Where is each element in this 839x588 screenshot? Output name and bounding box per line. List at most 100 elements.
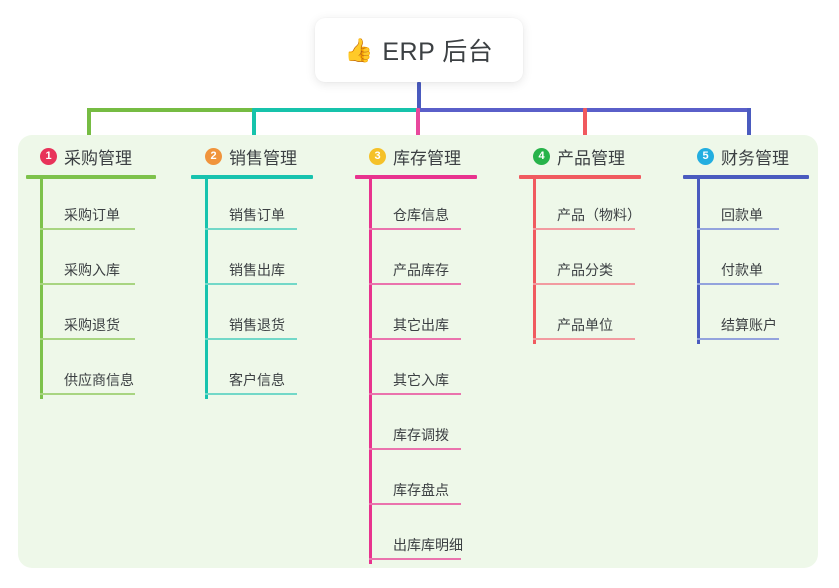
menu-item-rule bbox=[369, 503, 461, 505]
root-node[interactable]: 👍 ERP 后台 bbox=[315, 18, 523, 82]
menu-item[interactable]: 采购入库 bbox=[26, 234, 156, 289]
menu-item[interactable]: 结算账户 bbox=[683, 289, 809, 344]
menu-item-rule bbox=[533, 338, 635, 340]
menu-item[interactable]: 销售订单 bbox=[191, 179, 313, 234]
menu-item-label: 采购订单 bbox=[64, 207, 120, 223]
drop-line-column-2 bbox=[252, 108, 256, 141]
drop-line-column-1 bbox=[87, 108, 91, 141]
menu-item[interactable]: 其它入库 bbox=[355, 344, 477, 399]
menu-item[interactable]: 出库库明细 bbox=[355, 509, 477, 564]
column-title-1: 采购管理 bbox=[64, 148, 132, 168]
menu-item-rule bbox=[533, 283, 635, 285]
menu-item-label: 回款单 bbox=[721, 207, 763, 223]
content-panel bbox=[18, 135, 818, 568]
column-3: 3 库存管理仓库信息产品库存其它出库其它入库库存调拨库存盘点出库库明细 bbox=[355, 143, 477, 564]
menu-item[interactable]: 回款单 bbox=[683, 179, 809, 234]
menu-item[interactable]: 产品（物料） bbox=[519, 179, 641, 234]
menu-item-label: 库存盘点 bbox=[393, 482, 449, 498]
menu-item-rule bbox=[205, 338, 297, 340]
column-header-5[interactable]: 5 财务管理 bbox=[683, 143, 809, 169]
column-title-5: 财务管理 bbox=[721, 148, 789, 168]
menu-item-rule bbox=[40, 228, 135, 230]
menu-item-label: 供应商信息 bbox=[64, 372, 134, 388]
menu-item-rule bbox=[40, 283, 135, 285]
connector-bar-green bbox=[87, 108, 254, 112]
menu-item-rule bbox=[697, 283, 779, 285]
menu-item[interactable]: 仓库信息 bbox=[355, 179, 477, 234]
column-title-3: 库存管理 bbox=[393, 148, 461, 168]
menu-item[interactable]: 采购退货 bbox=[26, 289, 156, 344]
column-items-2: 销售订单销售出库销售退货客户信息 bbox=[191, 179, 313, 399]
menu-item[interactable]: 销售退货 bbox=[191, 289, 313, 344]
menu-item-label: 产品库存 bbox=[393, 262, 449, 278]
thumbs-up-icon: 👍 bbox=[344, 36, 374, 63]
column-header-3[interactable]: 3 库存管理 bbox=[355, 143, 477, 169]
menu-item-rule bbox=[369, 558, 461, 560]
menu-item-label: 产品分类 bbox=[557, 262, 613, 278]
drop-line-column-3 bbox=[416, 108, 420, 141]
menu-item[interactable]: 产品单位 bbox=[519, 289, 641, 344]
column-title-4: 产品管理 bbox=[557, 148, 625, 168]
menu-item-label: 其它出库 bbox=[393, 317, 449, 333]
column-spine-3 bbox=[369, 179, 372, 564]
menu-item-rule bbox=[369, 448, 461, 450]
menu-item[interactable]: 产品库存 bbox=[355, 234, 477, 289]
column-spine-1 bbox=[40, 179, 43, 399]
menu-item-rule bbox=[369, 393, 461, 395]
menu-item-rule bbox=[369, 283, 461, 285]
menu-item[interactable]: 付款单 bbox=[683, 234, 809, 289]
column-header-1[interactable]: 1 采购管理 bbox=[26, 143, 156, 169]
menu-item-label: 出库库明细 bbox=[393, 537, 463, 553]
menu-item-label: 其它入库 bbox=[393, 372, 449, 388]
menu-item-label: 销售订单 bbox=[229, 207, 285, 223]
menu-item-label: 客户信息 bbox=[229, 372, 285, 388]
column-2: 2 销售管理销售订单销售出库销售退货客户信息 bbox=[191, 143, 313, 399]
menu-item-label: 结算账户 bbox=[721, 317, 777, 333]
column-items-3: 仓库信息产品库存其它出库其它入库库存调拨库存盘点出库库明细 bbox=[355, 179, 477, 564]
column-title-2: 销售管理 bbox=[229, 148, 297, 168]
menu-item[interactable]: 库存盘点 bbox=[355, 454, 477, 509]
menu-item[interactable]: 采购订单 bbox=[26, 179, 156, 234]
menu-item-rule bbox=[40, 338, 135, 340]
root-node-title: ERP 后台 bbox=[382, 38, 494, 66]
menu-item[interactable]: 销售出库 bbox=[191, 234, 313, 289]
column-badge-2: 2 bbox=[205, 147, 222, 165]
menu-item-rule bbox=[697, 228, 779, 230]
menu-item-rule bbox=[369, 228, 461, 230]
column-header-rule-1 bbox=[26, 175, 156, 179]
column-badge-4: 4 bbox=[533, 147, 550, 165]
column-1: 1 采购管理采购订单采购入库采购退货供应商信息 bbox=[26, 143, 156, 399]
menu-item-label: 付款单 bbox=[721, 262, 763, 278]
connector-bar-teal bbox=[253, 108, 418, 112]
menu-item[interactable]: 库存调拨 bbox=[355, 399, 477, 454]
column-header-rule-4 bbox=[519, 175, 641, 179]
menu-item-rule bbox=[369, 338, 461, 340]
column-badge-3: 3 bbox=[369, 147, 386, 165]
column-badge-5: 5 bbox=[697, 147, 714, 165]
drop-line-column-4 bbox=[583, 108, 587, 141]
menu-item-label: 采购退货 bbox=[64, 317, 120, 333]
column-header-rule-3 bbox=[355, 175, 477, 179]
menu-item-label: 产品单位 bbox=[557, 317, 613, 333]
menu-item-rule bbox=[205, 283, 297, 285]
menu-item[interactable]: 客户信息 bbox=[191, 344, 313, 399]
menu-item-label: 采购入库 bbox=[64, 262, 120, 278]
column-4: 4 产品管理产品（物料） 产品分类产品单位 bbox=[519, 143, 641, 344]
menu-item[interactable]: 产品分类 bbox=[519, 234, 641, 289]
menu-item[interactable]: 其它出库 bbox=[355, 289, 477, 344]
column-5: 5 财务管理回款单付款单结算账户 bbox=[683, 143, 809, 344]
column-header-2[interactable]: 2 销售管理 bbox=[191, 143, 313, 169]
menu-item-rule bbox=[40, 393, 135, 395]
menu-item-label: 销售退货 bbox=[229, 317, 285, 333]
menu-item[interactable]: 供应商信息 bbox=[26, 344, 156, 399]
column-spine-4 bbox=[533, 179, 536, 344]
column-header-4[interactable]: 4 产品管理 bbox=[519, 143, 641, 169]
column-spine-2 bbox=[205, 179, 208, 399]
menu-item-label: 产品（物料） bbox=[557, 207, 641, 223]
column-badge-1: 1 bbox=[40, 147, 57, 165]
menu-item-rule bbox=[205, 228, 297, 230]
column-header-rule-2 bbox=[191, 175, 313, 179]
drop-line-column-5 bbox=[747, 108, 751, 141]
menu-item-label: 销售出库 bbox=[229, 262, 285, 278]
